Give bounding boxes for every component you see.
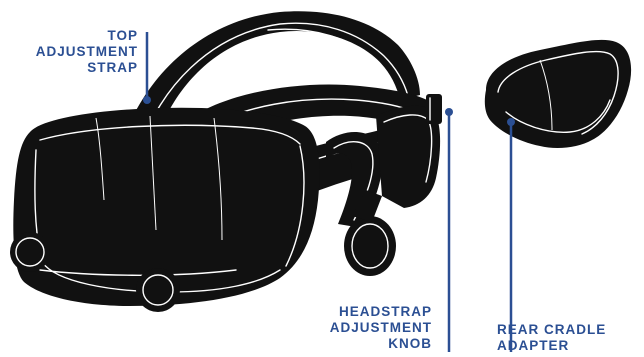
leader-headstrap-knob: [445, 108, 453, 352]
front-left-knob: [10, 232, 50, 272]
headstrap-knob-label: HEADSTRAP ADJUSTMENT KNOB: [330, 304, 432, 352]
rear-cradle-label: REAR CRADLE ADAPTER: [497, 322, 606, 354]
top-strap-label: TOP ADJUSTMENT STRAP: [36, 28, 138, 76]
rear-cradle-adapter: [485, 40, 631, 148]
front-right-knob: [136, 268, 180, 312]
leader-rear-cradle: [507, 118, 515, 352]
